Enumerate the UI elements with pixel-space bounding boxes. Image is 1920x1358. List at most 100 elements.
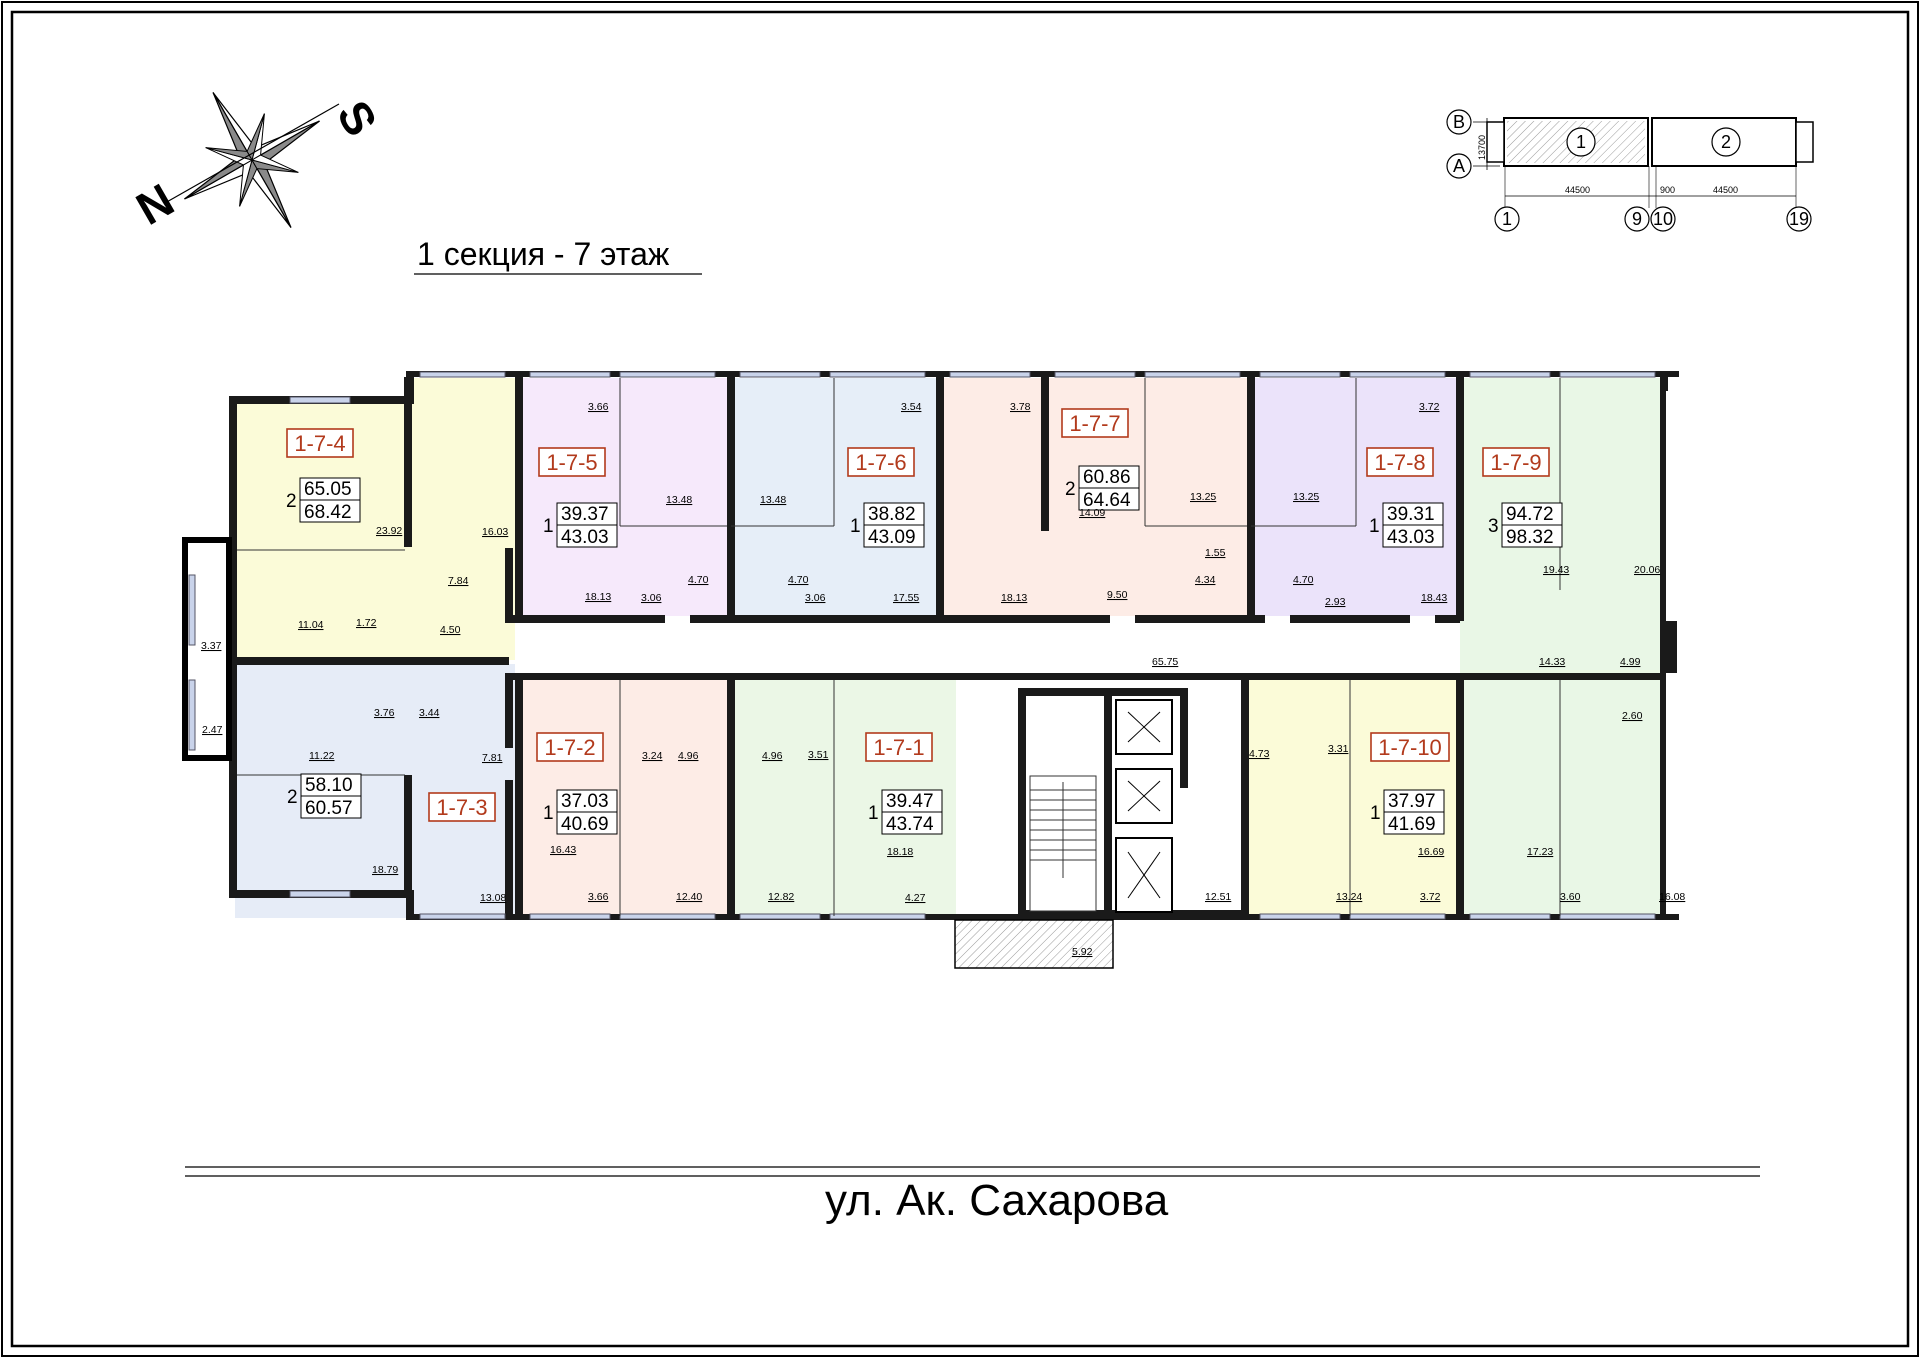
- room-count: 1: [543, 803, 554, 824]
- apartment-id: 1-7-8: [1374, 450, 1425, 475]
- room-area: 4.50: [440, 624, 461, 636]
- total-area: 98.32: [1506, 527, 1554, 548]
- living-area: 37.03: [561, 791, 609, 812]
- room-area: 2.93: [1325, 596, 1346, 608]
- apartment-id-box: [847, 447, 915, 477]
- living-area: 39.31: [1387, 504, 1435, 525]
- room-count: 2: [287, 787, 298, 808]
- dim-gap: 900: [1660, 185, 1675, 195]
- room-area: 4.70: [688, 574, 709, 586]
- apartment-id: 1-7-2: [544, 735, 595, 760]
- total-area: 68.42: [304, 502, 352, 523]
- walls: [229, 371, 1679, 920]
- apartment-id: 1-7-5: [546, 450, 597, 475]
- room-area: 11.22: [309, 750, 335, 762]
- apartment-id-box: [538, 447, 606, 477]
- apartment-id-box: [1061, 408, 1129, 438]
- fill-1-7-5: [519, 378, 727, 616]
- room-area: 3.44: [419, 707, 440, 719]
- room-area: 65.75: [1152, 656, 1178, 668]
- living-area: 94.72: [1506, 504, 1554, 525]
- room-area: 3.60: [1560, 891, 1581, 903]
- apartment-id-box: [1366, 447, 1434, 477]
- dim-depth: 13700: [1477, 135, 1487, 160]
- room-area: 3.72: [1419, 401, 1440, 413]
- dim-left: 44500: [1565, 185, 1590, 195]
- room-area: 12.40: [676, 891, 702, 903]
- room-area: 3.72: [1420, 891, 1441, 903]
- room-area: 4.96: [678, 750, 699, 762]
- room-count: 2: [1065, 479, 1076, 500]
- room-area: 16.08: [1659, 891, 1685, 903]
- room-area: 19.43: [1543, 564, 1569, 576]
- apartment-id-box: [865, 732, 933, 762]
- fill-1-7-7-a: [940, 378, 1045, 616]
- room-area: 1.72: [356, 617, 377, 629]
- room-area: 18.79: [372, 864, 398, 876]
- room-area: 16.43: [550, 844, 576, 856]
- room-count: 1: [1370, 803, 1381, 824]
- room-area: 3.78: [1010, 401, 1031, 413]
- room-count: 1: [868, 803, 879, 824]
- total-area: 43.03: [1387, 527, 1435, 548]
- room-area: 12.82: [768, 891, 794, 903]
- total-area: 43.03: [561, 527, 609, 548]
- room-area: 13.48: [666, 494, 692, 506]
- room-area: 3.66: [588, 401, 609, 413]
- fill-1-7-4-b: [408, 378, 515, 660]
- living-area: 60.86: [1083, 467, 1131, 488]
- room-area: 4.99: [1620, 656, 1641, 668]
- apartment-labels: 1-7-4265.0568.421-7-5139.3743.031-7-6138…: [286, 408, 1563, 835]
- axis-letter-a: А: [1453, 156, 1465, 176]
- room-count: 1: [1369, 516, 1380, 537]
- living-area: 37.97: [1388, 791, 1436, 812]
- room-area: 13.24: [1336, 891, 1362, 903]
- total-area: 43.74: [886, 814, 934, 835]
- apartment-id: 1-7-9: [1490, 450, 1541, 475]
- room-area: 13.25: [1190, 491, 1216, 503]
- stairwell: [1029, 775, 1097, 912]
- room-area: 5.92: [1072, 946, 1093, 958]
- total-area: 43.09: [868, 527, 916, 548]
- room-count: 2: [286, 491, 297, 512]
- key-plan: 1 2 В А 13700 44500 900 44500 1 9 10 19: [1446, 109, 1814, 232]
- fill-1-7-8: [1251, 378, 1456, 616]
- apartment-id-box: [1370, 732, 1450, 762]
- room-area: 20.06: [1634, 564, 1660, 576]
- total-area: 41.69: [1388, 814, 1436, 835]
- room-count: 1: [543, 516, 554, 537]
- apartment-fills: [235, 378, 1665, 918]
- living-area: 39.37: [561, 504, 609, 525]
- room-area: 18.13: [585, 591, 611, 603]
- room-area: 4.73: [1249, 748, 1270, 760]
- windows: [289, 371, 1656, 920]
- room-area: 14.09: [1079, 507, 1105, 519]
- room-area: 9.50: [1107, 589, 1128, 601]
- total-area: 60.57: [305, 798, 353, 819]
- room-area: 13.25: [1293, 491, 1319, 503]
- axis-number-10: 10: [1653, 209, 1673, 229]
- room-area: 16.69: [1418, 846, 1444, 858]
- room-area: 3.37: [201, 640, 222, 652]
- room-count: 3: [1488, 516, 1499, 537]
- room-area: 3.76: [374, 707, 395, 719]
- room-area: 18.13: [1001, 592, 1027, 604]
- apartment-id: 1-7-1: [873, 735, 924, 760]
- room-area: 3.54: [901, 401, 922, 413]
- room-area: 13.08: [480, 892, 506, 904]
- room-area: 7.84: [448, 575, 469, 587]
- room-area: 23.92: [376, 525, 402, 537]
- room-area: 3.31: [1328, 743, 1349, 755]
- axis-number-9: 9: [1632, 209, 1642, 229]
- room-area: 7.81: [482, 752, 503, 764]
- room-area: 17.55: [893, 592, 919, 604]
- apartment-id-box: [286, 428, 354, 458]
- room-area: 3.06: [805, 592, 826, 604]
